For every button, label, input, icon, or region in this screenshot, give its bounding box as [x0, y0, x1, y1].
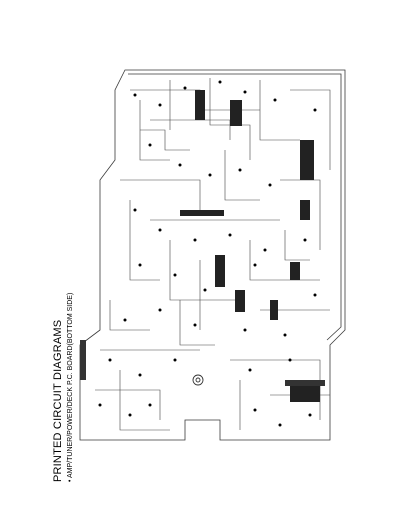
- mounting-hole: [192, 374, 204, 386]
- connector-strip: [80, 340, 325, 386]
- copper-traces: [95, 78, 331, 431]
- ic-chips: [180, 90, 320, 402]
- board-outline: [79, 69, 346, 441]
- component-pads: [98, 80, 317, 427]
